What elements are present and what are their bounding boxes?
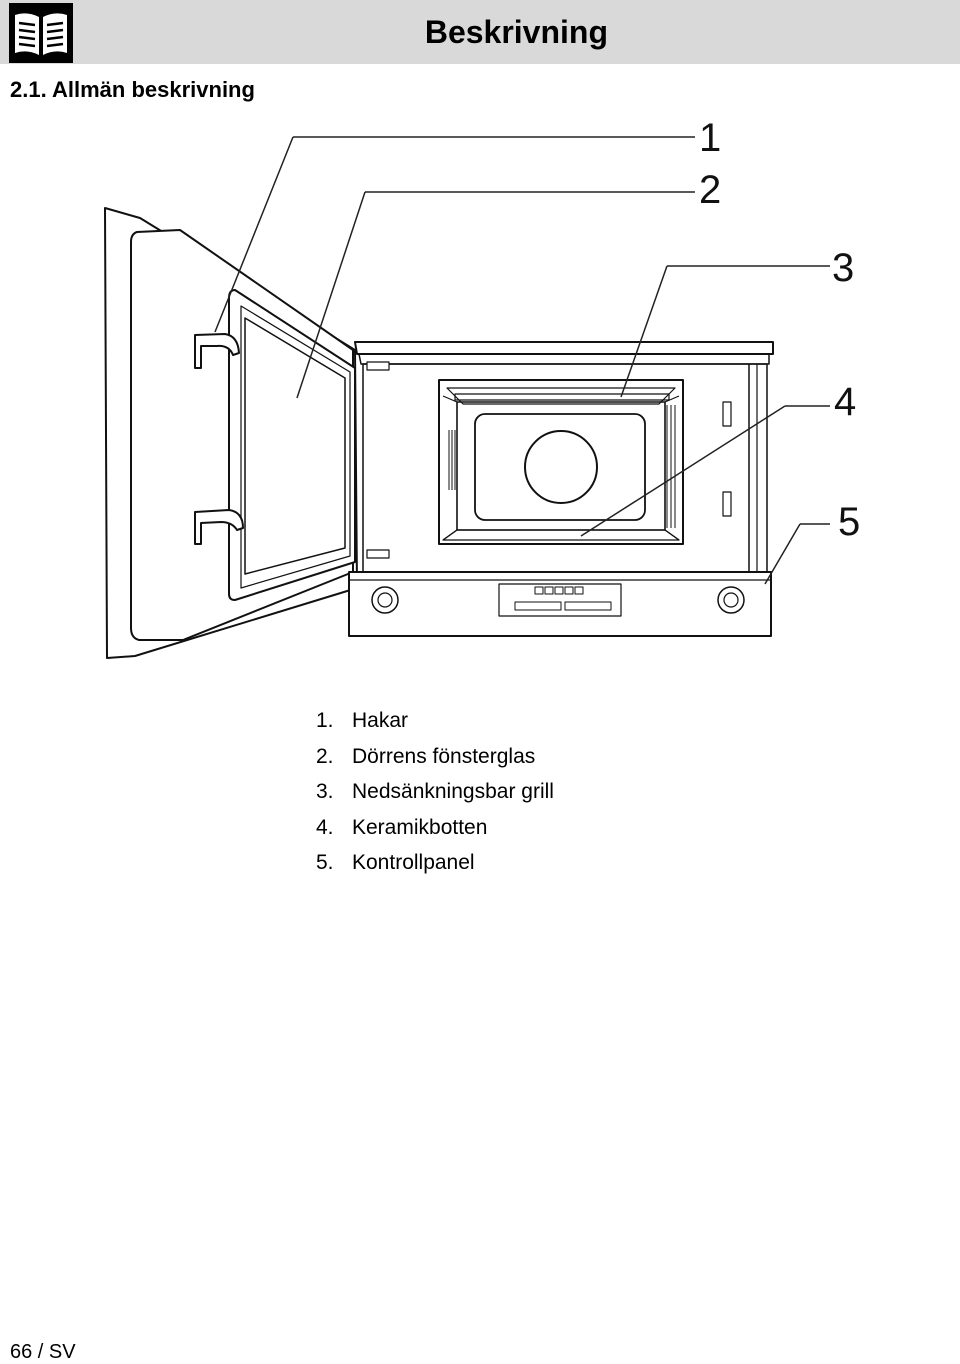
page-title: Beskrivning [424,14,608,50]
ceramic-floor [442,529,680,541]
control-panel [348,571,772,637]
legend-number: 5. [316,851,334,874]
callout-4: 4 [834,380,857,424]
section-heading: 2.1. Allmän beskrivning [10,77,255,102]
legend-label: Hakar [352,709,409,732]
legend-label: Nedsänkningsbar grill [352,780,554,803]
oven-top-edge [354,341,774,355]
header-bar [0,0,960,64]
door-hook-lower [194,509,244,545]
legend-number: 3. [316,780,334,803]
open-book-icon [9,3,73,63]
fan-cover [524,430,598,504]
callout-1: 1 [699,116,722,160]
legend-number: 2. [316,744,334,768]
legend-item: 4. Keramikbotten [316,810,554,846]
legend-number: 4. [316,815,334,839]
legend-list: 1. Hakar 2. Dörrens fönsterglas 3. Nedsänkn… [316,703,554,881]
callout-5: 5 [838,500,861,544]
legend-label: Kontrollpanel [352,851,475,874]
lowerable-grill [454,393,670,401]
page-number: 66 / SV [10,1341,76,1363]
legend-item: 1. Hakar [316,703,554,739]
inner-back-wall [456,401,666,531]
legend-item: 5. Kontrollpanel [316,845,554,881]
legend-label: Keramikbotten [352,815,488,839]
legend-label: Dörrens fönsterglas [352,744,536,768]
callout-3: 3 [832,246,855,290]
legend-item: 2. Dörrens fönsterglas [316,739,554,775]
legend-item: 3. Nedsänkningsbar grill [316,774,554,810]
callout-2: 2 [699,168,722,212]
oven-illustration [104,136,830,659]
door-hook-upper [194,333,240,369]
legend-number: 1. [316,709,334,732]
oven-cavity [362,363,768,573]
